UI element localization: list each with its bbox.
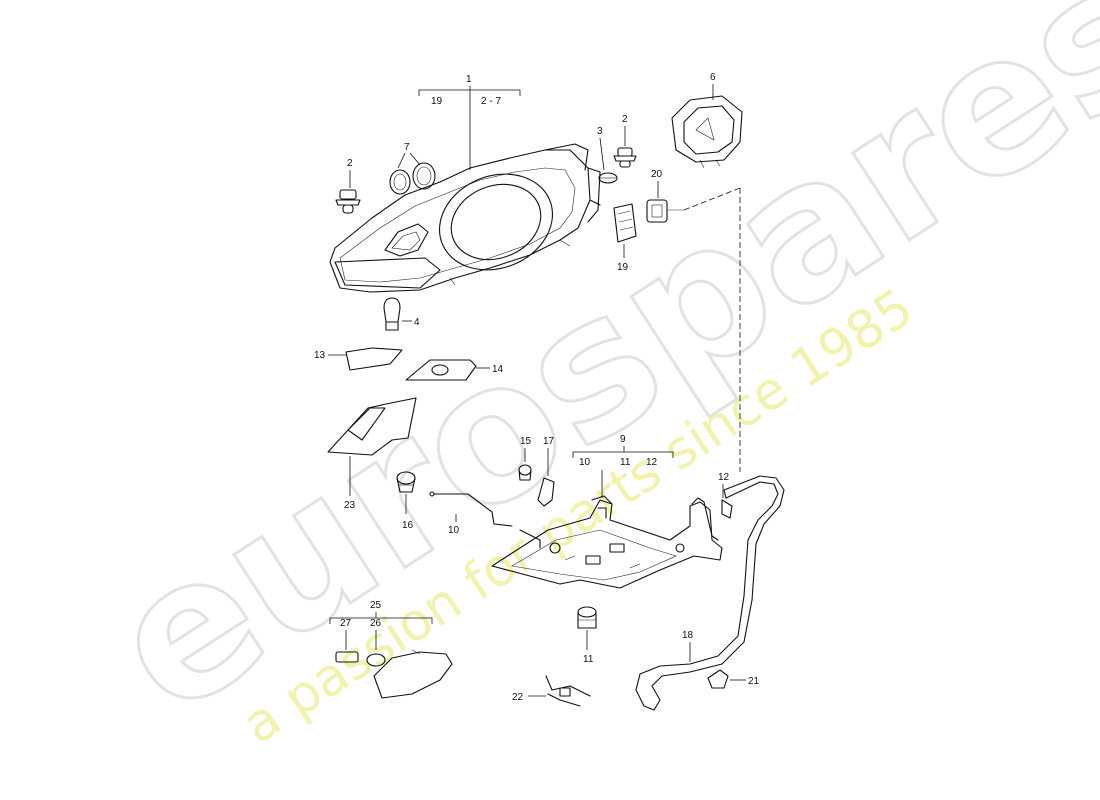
- callout-1: 1 19 2 - 7: [418, 74, 521, 170]
- clip-12: 12: [718, 472, 733, 519]
- side-marker-25: 25 27 26: [329, 600, 453, 699]
- nut-15: 15: [518, 436, 532, 481]
- bulb-3: 3: [597, 126, 618, 184]
- socket-20: 20: [646, 169, 684, 223]
- bulb-2-right: 2: [613, 114, 637, 168]
- clip-21: 21: [707, 669, 760, 689]
- callout-label-9-a: 10: [579, 457, 591, 468]
- callout-label-13: 13: [314, 350, 326, 361]
- callout-label-12: 12: [718, 472, 730, 483]
- callout-label-7: 7: [404, 142, 410, 153]
- callout-label-16: 16: [402, 520, 414, 531]
- cover-6: 6: [671, 72, 743, 169]
- grommet-16: 16: [396, 471, 416, 531]
- callout-label-6: 6: [710, 72, 716, 83]
- rod-10: 10: [429, 491, 513, 536]
- callout-label-1-left: 19: [431, 96, 443, 107]
- callout-label-17: 17: [543, 436, 555, 447]
- bush-11: 11: [577, 606, 597, 665]
- callout-label-26: 26: [370, 618, 382, 629]
- callout-label-9-c: 12: [646, 457, 658, 468]
- callout-label-2-right: 2: [622, 114, 628, 125]
- callout-label-2-left: 2: [347, 158, 353, 169]
- callout-9: 9 10 11 12: [572, 434, 674, 498]
- callout-label-19: 19: [617, 262, 629, 273]
- callout-label-27: 27: [340, 618, 352, 629]
- callout-label-14: 14: [492, 364, 504, 375]
- callout-label-4: 4: [414, 317, 420, 328]
- connector-19: 19: [613, 203, 637, 273]
- callout-label-9: 9: [620, 434, 626, 445]
- hose-18: 18: [635, 187, 785, 711]
- callout-label-25: 25: [370, 600, 382, 611]
- callout-label-20: 20: [651, 169, 663, 180]
- callout-label-18: 18: [682, 630, 694, 641]
- callout-label-21: 21: [748, 676, 760, 687]
- callout-label-23: 23: [344, 500, 356, 511]
- clip-17: 17: [537, 436, 555, 507]
- callout-label-3: 3: [597, 126, 603, 137]
- lens-13: 13: [314, 347, 403, 371]
- lens-14: 14: [405, 359, 504, 381]
- carrier-plate-9: [491, 495, 723, 589]
- film-23: 23: [327, 397, 417, 511]
- callout-label-11: 11: [583, 654, 594, 665]
- callout-label-22: 22: [512, 692, 524, 703]
- callout-label-15: 15: [520, 436, 532, 447]
- bulb-2-left: 2: [335, 158, 361, 214]
- headlamp-housing: [329, 143, 601, 293]
- bulb-4: 4: [383, 297, 420, 331]
- callout-label-1-right: 2 - 7: [481, 96, 501, 107]
- callout-label-10: 10: [448, 525, 460, 536]
- callout-label-1: 1: [466, 74, 472, 85]
- ring-7: 7: [389, 142, 436, 195]
- screw-22: 22: [512, 675, 591, 707]
- callout-label-9-b: 11: [620, 457, 631, 468]
